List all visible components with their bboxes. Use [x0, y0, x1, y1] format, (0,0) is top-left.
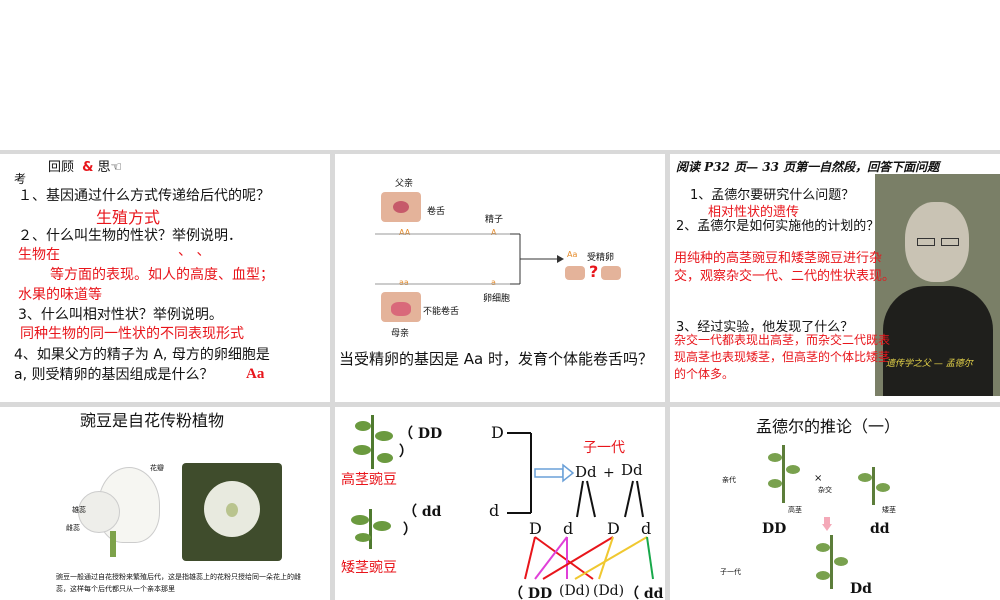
- nonrolling-tongue-photo: [381, 292, 421, 322]
- AA-label: AA: [399, 228, 411, 237]
- q4-line1: 4、如果父方的精子为 A, 母方的卵细胞是: [14, 347, 270, 363]
- DD-parent: （ DD: [399, 426, 443, 442]
- a-label: a: [491, 278, 496, 287]
- father-label: 父亲: [395, 179, 414, 189]
- short-label: 矮茎: [882, 506, 896, 514]
- pea-caption: 豌豆一般通过自花授粉来繁殖后代，这是指雄蕊上的花粉只授给同一朵花上的雌蕊，这样每…: [56, 573, 301, 593]
- a4: Aa: [246, 366, 265, 382]
- f1-Dd-1: Dd: [575, 463, 597, 481]
- zygote-label: 受精卵: [587, 253, 615, 263]
- f1-label: 子一代: [583, 440, 625, 456]
- dd-parent: （ dd: [403, 504, 442, 520]
- gamete-D-top: D: [491, 423, 504, 442]
- inference-DD: DD: [762, 521, 787, 537]
- tall-label: 高茎: [788, 506, 802, 514]
- genotype-cross-lines: [507, 432, 654, 580]
- tongue-question: 当受精卵的基因是 Aa 时，发育个体能卷舌吗？: [339, 350, 653, 368]
- roll-label: 卷舌: [427, 207, 446, 217]
- panel-tongue-rolling: 父亲 卷舌 AA 精子 A aa a 卵细胞 不能卷舌 母亲 Aa 受精卵 ? …: [335, 154, 665, 402]
- a2-line2: 等方面的表现。如人的高度、血型；: [50, 267, 274, 283]
- offspring-Dd-1: (Dd): [559, 583, 591, 599]
- mendel-portrait: [875, 174, 1000, 396]
- tall-pea-label: 高茎豌豆: [341, 472, 397, 488]
- f1-Dd-2: Dd: [621, 461, 643, 479]
- reading-instruction: 阅读 P32 页— 33 页第一自然段，回答下面问题: [676, 160, 940, 174]
- gamete-d-bottom: d: [489, 501, 500, 520]
- tall-plant-drawing: [762, 441, 806, 505]
- gamete-1: D: [529, 519, 542, 538]
- mother-label: 母亲: [391, 329, 410, 339]
- a2-line3: 水果的味道等: [18, 287, 102, 303]
- review-heading: 回顾: [48, 160, 79, 175]
- rolling-tongue-photo: [381, 192, 421, 222]
- question-mark: ?: [589, 262, 599, 281]
- mendel-a1: 相对性状的遗传: [708, 205, 800, 220]
- a2-line1: 生物在: [18, 247, 60, 263]
- inference-dd: dd: [870, 521, 890, 537]
- gamete-3: D: [607, 519, 620, 538]
- zygote-photo-2: [601, 266, 621, 280]
- panel-mendel-reading: 阅读 P32 页— 33 页第一自然段，回答下面问题 1、孟德尔要研究什么问题？…: [670, 154, 1000, 402]
- cross-arrows-diagram: [375, 233, 564, 285]
- pea-flower-drawing: [70, 461, 180, 561]
- mendel-q1: 1、孟德尔要研究什么问题？: [690, 188, 855, 203]
- noroll-label: 不能卷舌: [423, 307, 460, 317]
- cross-label: 杂交: [818, 486, 832, 494]
- offspring-Dd-2: (Dd): [593, 583, 625, 599]
- panel-review-questions: 回顾 &思☜ 考 １、基因通过什么方式传递给后代的呢？ 生殖方式 ２、什么叫生物…: [0, 154, 330, 402]
- think-kao: 考: [14, 172, 27, 186]
- amp: &: [82, 160, 94, 175]
- q1: １、基因通过什么方式传递给后代的呢？: [18, 188, 270, 204]
- plus-sign: +: [603, 465, 615, 481]
- egg-label: 卵细胞: [483, 294, 511, 304]
- offspring-DD: （ DD: [509, 586, 553, 600]
- parents-label: 亲代: [722, 476, 736, 484]
- mendel-a3: 杂交一代都表现出高茎，而杂交二代既表现高茎也表现矮茎，但高茎的个体比矮茎的个体多…: [674, 333, 891, 381]
- A-label: A: [491, 228, 497, 237]
- paren-close-2: ）: [403, 522, 417, 538]
- inference-title: 孟德尔的推论（一）: [756, 417, 901, 436]
- q3: 3、什么叫相对性状？举例说明。: [18, 307, 223, 323]
- mendel-q3: 3、经过实验，他发现了什么？: [676, 320, 854, 335]
- paren-close-1: ）: [399, 444, 413, 460]
- downward-arrow-icon: [822, 517, 832, 531]
- a1: 生殖方式: [96, 208, 161, 227]
- tall-pea-plant-icon: [341, 411, 405, 469]
- pointing-hand-icon: ☜: [110, 160, 123, 175]
- f1-plant-drawing: [810, 531, 854, 591]
- cross-symbol: ×: [814, 473, 823, 484]
- short-pea-label: 矮茎豌豆: [341, 560, 397, 576]
- mendel-q2: 2、孟德尔是如何实施他的计划的？: [676, 219, 880, 234]
- pea-flower-photo: [182, 463, 282, 561]
- a3: 同种生物的同一性状的不同表现形式: [20, 326, 244, 342]
- inference-Dd: Dd: [850, 581, 872, 597]
- offspring-dd: （ dd: [625, 586, 664, 600]
- gamete-4: d: [641, 519, 652, 538]
- panel-mendel-inference: 孟德尔的推论（一） 亲代 × 杂交 高茎 矮茎 DD dd 子一代 Dd: [670, 407, 1000, 600]
- blank-header-area: [0, 0, 1000, 150]
- short-plant-drawing: [854, 463, 894, 507]
- a2-dots: 、 、: [178, 243, 211, 259]
- short-pea-plant-icon: [341, 503, 401, 553]
- zygote-photo-1: [565, 266, 585, 280]
- stamen-label: 雄蕊: [72, 506, 86, 514]
- gamete-2: d: [563, 519, 574, 538]
- Aa-label: Aa: [567, 250, 578, 259]
- think-heading: 思: [97, 160, 111, 175]
- portrait-caption: 遗传学之父 — 孟德尔: [886, 359, 973, 369]
- f1-label-2: 子一代: [720, 568, 741, 576]
- pea-title: 豌豆是自花传粉植物: [80, 411, 225, 430]
- aa-label: aa: [399, 278, 409, 287]
- q4-line2: a, 则受精卵的基因组成是什么？: [14, 367, 214, 383]
- mendel-a2: 用纯种的高茎豌豆和矮茎豌豆进行杂交，观察杂交一代、二代的性状表现。: [674, 251, 896, 284]
- panel-pea-self-pollination: 豌豆是自花传粉植物 花瓣 雄蕊 雌蕊 豌豆一般通过自花授粉来繁殖后代，这是指雄蕊…: [0, 407, 330, 600]
- pistil-label: 雌蕊: [66, 524, 80, 532]
- panel-pea-cross-diagram: （ DD ） 高茎豌豆 （ dd ） 矮茎豌豆 D d 子一代 Dd + Dd …: [335, 407, 665, 600]
- petal-label: 花瓣: [150, 464, 164, 472]
- sperm-label: 精子: [485, 215, 504, 225]
- q2: ２、什么叫生物的性状？举例说明．: [18, 228, 242, 244]
